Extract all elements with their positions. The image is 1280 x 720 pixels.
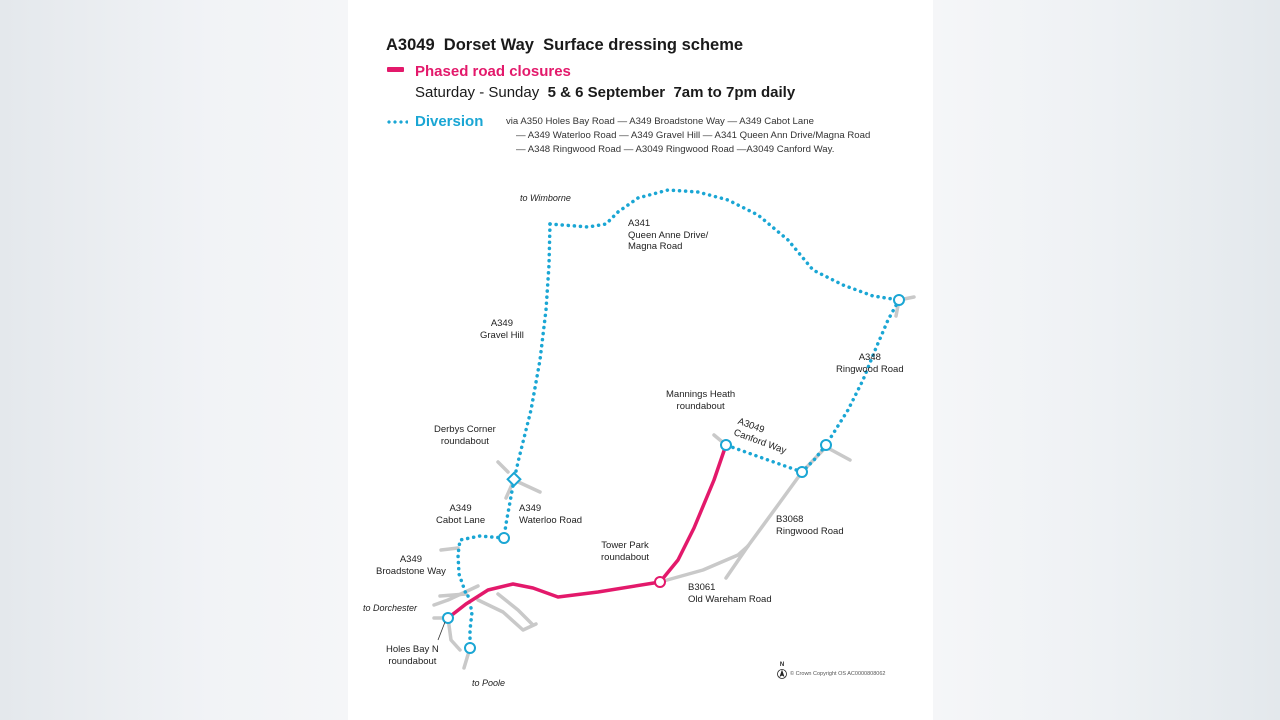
road-map bbox=[432, 188, 916, 670]
route-line-3: — A348 Ringwood Road — A3049 Ringwood Ro… bbox=[516, 144, 835, 155]
label-a341-line1: A341 bbox=[628, 218, 651, 229]
schedule-dates: 5 & 6 September bbox=[547, 84, 666, 101]
label-a349-waterloo-line2: Waterloo Road bbox=[519, 514, 583, 526]
label-tower-park-line2: roundabout bbox=[601, 551, 650, 563]
north-arrow-icon: N bbox=[777, 662, 787, 679]
label-b3068-line2: Ringwood Road bbox=[776, 525, 844, 537]
road-b3061-spur bbox=[724, 544, 750, 580]
label-a349-broadstone-line2: Broadstone Way bbox=[376, 565, 446, 577]
label-tower-park-line1: Tower Park bbox=[601, 540, 649, 551]
closed-road-a3049-dorset-way bbox=[446, 443, 728, 620]
schedule-times: 7am to 7pm daily bbox=[673, 84, 796, 101]
route-line-2: — A349 Waterloo Road — A349 Gravel Hill … bbox=[516, 130, 871, 141]
label-a349-waterloo-line1: A349 bbox=[519, 503, 542, 514]
label-b3068-line1: B3068 bbox=[776, 514, 804, 525]
label-a348-line2: Ringwood Road bbox=[836, 363, 904, 375]
diversion-a348-ringwood-road bbox=[824, 298, 901, 447]
route-line-1: via A350 Holes Bay Road — A349 Broadston… bbox=[506, 116, 814, 127]
diversion-canford-way bbox=[724, 443, 804, 474]
roundabout-a348-jn-marker bbox=[820, 439, 832, 451]
diversion-cabot-lane bbox=[456, 534, 506, 596]
roundabout-tower-park-marker bbox=[654, 576, 666, 588]
road-a349-west-jn bbox=[438, 592, 468, 598]
label-mannings-line1: Mannings Heath bbox=[666, 389, 736, 400]
diversion-route-description: via A350 Holes Bay Road — A349 Broadston… bbox=[506, 115, 870, 157]
closure-legend-label: Phased road closures bbox=[415, 63, 571, 80]
label-to-wimborne: to Wimborne bbox=[520, 193, 571, 203]
roundabout-holes-bay-n-marker bbox=[442, 612, 454, 624]
roundabout-waterloo-marker bbox=[498, 532, 510, 544]
roundabout-a341-a348-marker bbox=[893, 294, 905, 306]
label-to-dorchester: to Dorchester bbox=[363, 603, 418, 613]
background-right bbox=[933, 0, 1280, 720]
label-a349-gravel-line1: A349 bbox=[490, 318, 513, 329]
roundabout-canford-jn-marker bbox=[796, 466, 808, 478]
diversion-queen-anne-drive bbox=[548, 188, 901, 302]
road-cabot-stub bbox=[439, 546, 460, 552]
north-arrow-letter: N bbox=[780, 662, 784, 668]
label-a349-cabot-line2: Cabot Lane bbox=[436, 514, 486, 526]
roundabout-derbys-corner-marker bbox=[506, 471, 522, 488]
label-derbys-line1: Derbys Corner bbox=[434, 424, 496, 435]
label-a349-broadstone-line1: A349 bbox=[399, 554, 423, 565]
diversion-gravel-hill bbox=[512, 222, 552, 482]
label-a349-gravel-line2: Gravel Hill bbox=[480, 329, 524, 341]
label-holes-bay-line2: roundabout bbox=[388, 655, 437, 667]
closure-schedule: Saturday - Sunday 5 & 6 September 7am to… bbox=[415, 84, 795, 101]
label-mannings-line2: roundabout bbox=[676, 400, 725, 412]
roundabout-mannings-heath-marker bbox=[720, 439, 732, 451]
road-holes-bay-south bbox=[446, 616, 462, 652]
label-derbys-line2: roundabout bbox=[440, 435, 489, 447]
road-a349-north-stub bbox=[496, 460, 510, 474]
diversion-legend-label: Diversion bbox=[415, 113, 484, 130]
diversion-legend-swatch bbox=[386, 120, 408, 124]
label-leaders bbox=[437, 621, 446, 641]
label-a348-line1: A348 bbox=[858, 352, 881, 363]
road-east-link bbox=[496, 592, 535, 627]
closure-legend-swatch bbox=[387, 67, 404, 72]
label-a349-cabot-line1: A349 bbox=[449, 503, 472, 514]
road-a350-south bbox=[476, 598, 538, 632]
leader-holes-bay bbox=[437, 621, 446, 641]
diversion-notice-panel: A3049 Dorset Way Surface dressing scheme… bbox=[348, 0, 933, 720]
roundabout-poole-marker bbox=[464, 642, 476, 654]
schedule-days: Saturday - Sunday bbox=[415, 84, 548, 101]
diversion-holes-bay-road bbox=[466, 594, 474, 650]
road-b3068-ringwood bbox=[746, 470, 804, 548]
label-b3061-line1: B3061 bbox=[688, 582, 716, 593]
background-left bbox=[0, 0, 348, 720]
label-b3061-line2: Old Wareham Road bbox=[688, 593, 772, 605]
diversion-route bbox=[456, 188, 901, 650]
road-a350-west bbox=[432, 584, 480, 607]
map-copyright: © Crown Copyright OS AC0000808062 bbox=[790, 671, 886, 677]
label-a341-line3: Magna Road bbox=[628, 241, 683, 252]
roundabouts bbox=[442, 294, 905, 654]
notice-title: A3049 Dorset Way Surface dressing scheme bbox=[386, 36, 744, 54]
label-holes-bay-line1: Holes Bay N bbox=[386, 644, 439, 655]
label-to-poole: to Poole bbox=[472, 678, 506, 688]
diversion-waterloo-road bbox=[502, 478, 516, 540]
label-a341-line2: Queen Anne Drive/ bbox=[628, 229, 709, 241]
